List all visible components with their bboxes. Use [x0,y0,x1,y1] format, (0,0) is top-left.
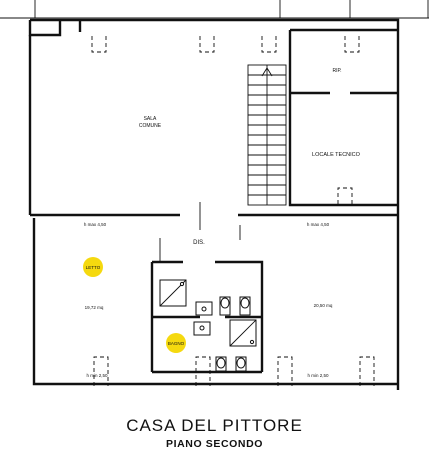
marker-label-bagno: BAGNO [168,341,185,346]
room-label-locale-tecnico: LOCALE TECNICO [312,152,361,158]
area-right-room: 20,50 mq [314,303,333,308]
height-left-max: h max 4,50 [84,222,107,227]
room-label-rip: RIP. [332,68,341,74]
plan-subtitle: PIANO SECONDO [165,438,264,450]
marker-letto [83,257,103,277]
interior-walls [150,28,398,374]
marker-label-letto: LETTO [86,265,101,270]
height-right-min: h min 2,50 [307,373,329,378]
height-left-min: h min 2,50 [86,373,108,378]
marker-bagno [166,333,186,353]
room-label-dis: DIS. [193,240,205,246]
plan-title: CASA DEL PITTORE [126,416,303,435]
height-right-max: h max 4,50 [307,222,330,227]
staircase [247,64,287,206]
room-label-comune: COMUNE [139,123,162,129]
room-label-sala: SALA [144,116,157,122]
area-left-room: 19,72 mq [85,305,104,310]
roof-edge [0,0,429,19]
skylights [91,36,375,386]
bathroom-fixtures [159,279,257,372]
